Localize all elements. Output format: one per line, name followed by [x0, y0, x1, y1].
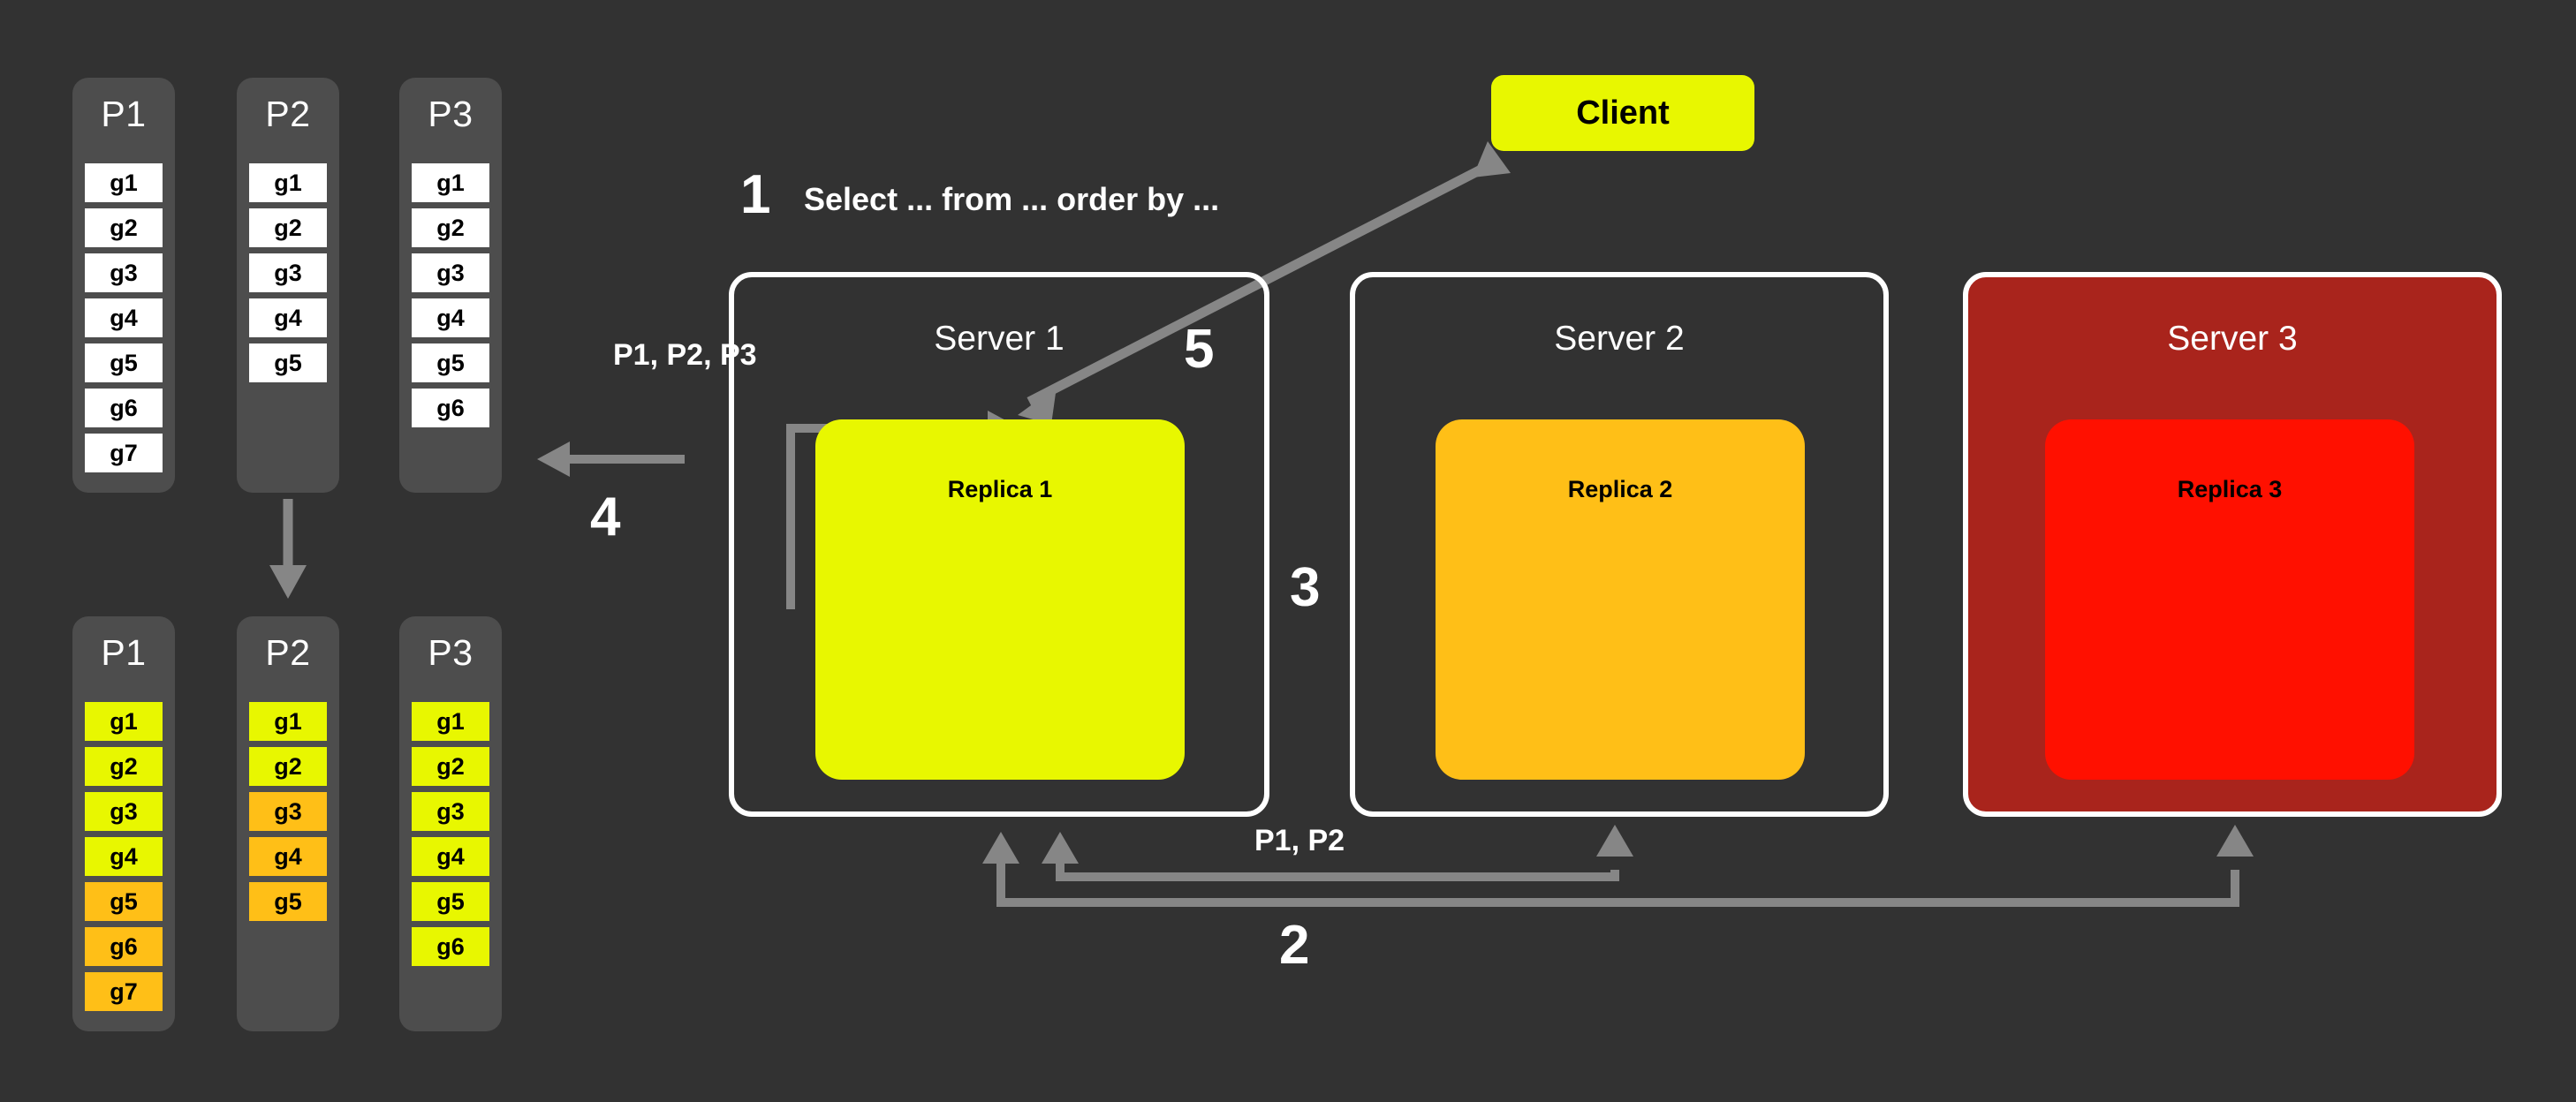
result-out-arrow — [537, 442, 685, 477]
partition-cell: g6 — [85, 927, 163, 966]
partition-cell: g1 — [249, 163, 327, 202]
partition-cell: g5 — [249, 343, 327, 382]
replica-3-node[interactable]: Replica 3 — [2045, 419, 2414, 780]
partition-cell: g1 — [249, 702, 327, 741]
partition-cell: g4 — [85, 298, 163, 337]
partition-title: P3 — [428, 632, 474, 673]
partition-cell: g5 — [412, 882, 489, 921]
query-statement: Select ... from ... order by ... — [804, 181, 1220, 217]
partition-cell: g7 — [85, 972, 163, 1011]
partition-cell: g1 — [412, 163, 489, 202]
partition-cell: g1 — [412, 702, 489, 741]
partition-cell: g2 — [85, 747, 163, 786]
replica-1-node[interactable]: Replica 1 — [815, 419, 1185, 780]
partition-cell: g2 — [412, 208, 489, 247]
partition-title: P1 — [101, 632, 147, 673]
partition-cell: g3 — [249, 253, 327, 292]
partition-title: P3 — [428, 94, 474, 134]
step-number-3: 3 — [1290, 557, 1321, 618]
partition-cell: g2 — [249, 208, 327, 247]
replica-label: Replica 2 — [1567, 476, 1673, 502]
server3-to-server1-connector — [982, 825, 2254, 907]
partition-cell: g4 — [249, 837, 327, 876]
server-title: Server 1 — [934, 320, 1064, 358]
replica-label: Replica 3 — [2177, 476, 2283, 502]
partition-cell: g3 — [85, 253, 163, 292]
partition-cell: g5 — [249, 882, 327, 921]
partition-cell: g2 — [412, 747, 489, 786]
partition-title: P2 — [265, 632, 311, 673]
partition-cell: g4 — [85, 837, 163, 876]
partition-copy-arrow — [269, 499, 307, 599]
server-1-box: Server 1 — [729, 272, 1269, 817]
server-title: Server 3 — [2167, 320, 2298, 358]
server-2-box: Server 2 — [1350, 272, 1889, 817]
replica-label: Replica 1 — [947, 476, 1053, 502]
partition-cell: g4 — [412, 837, 489, 876]
step-number-5: 5 — [1184, 319, 1215, 380]
partition-cell: g4 — [412, 298, 489, 337]
partition-cell: g1 — [85, 702, 163, 741]
step-number-4: 4 — [590, 487, 621, 547]
partition-cell: g1 — [85, 163, 163, 202]
partition-title: P2 — [265, 94, 311, 134]
partition-cell: g3 — [85, 792, 163, 831]
step-number-2: 2 — [1279, 915, 1310, 976]
partition-cell: g5 — [85, 882, 163, 921]
partition-cell: g3 — [412, 792, 489, 831]
partition-cell: g3 — [249, 792, 327, 831]
partition-cell: g5 — [412, 343, 489, 382]
step-number-1: 1 — [740, 164, 771, 225]
replica-2-node[interactable]: Replica 2 — [1436, 419, 1805, 780]
partition-cell: g6 — [412, 389, 489, 427]
flow-label-gather: P1, P2 — [1254, 824, 1345, 857]
partition-cell: g6 — [85, 389, 163, 427]
partition-cell: g3 — [412, 253, 489, 292]
partition-cell: g7 — [85, 434, 163, 472]
client-node[interactable]: Client — [1491, 75, 1754, 151]
partition-title: P1 — [101, 94, 147, 134]
flow-label-result: P1, P2, P3 — [613, 338, 757, 372]
partition-cell: g6 — [412, 927, 489, 966]
partition-cell: g2 — [85, 208, 163, 247]
partition-cell: g5 — [85, 343, 163, 382]
server-title: Server 2 — [1554, 320, 1685, 358]
partition-cell: g2 — [249, 747, 327, 786]
partition-cell: g4 — [249, 298, 327, 337]
